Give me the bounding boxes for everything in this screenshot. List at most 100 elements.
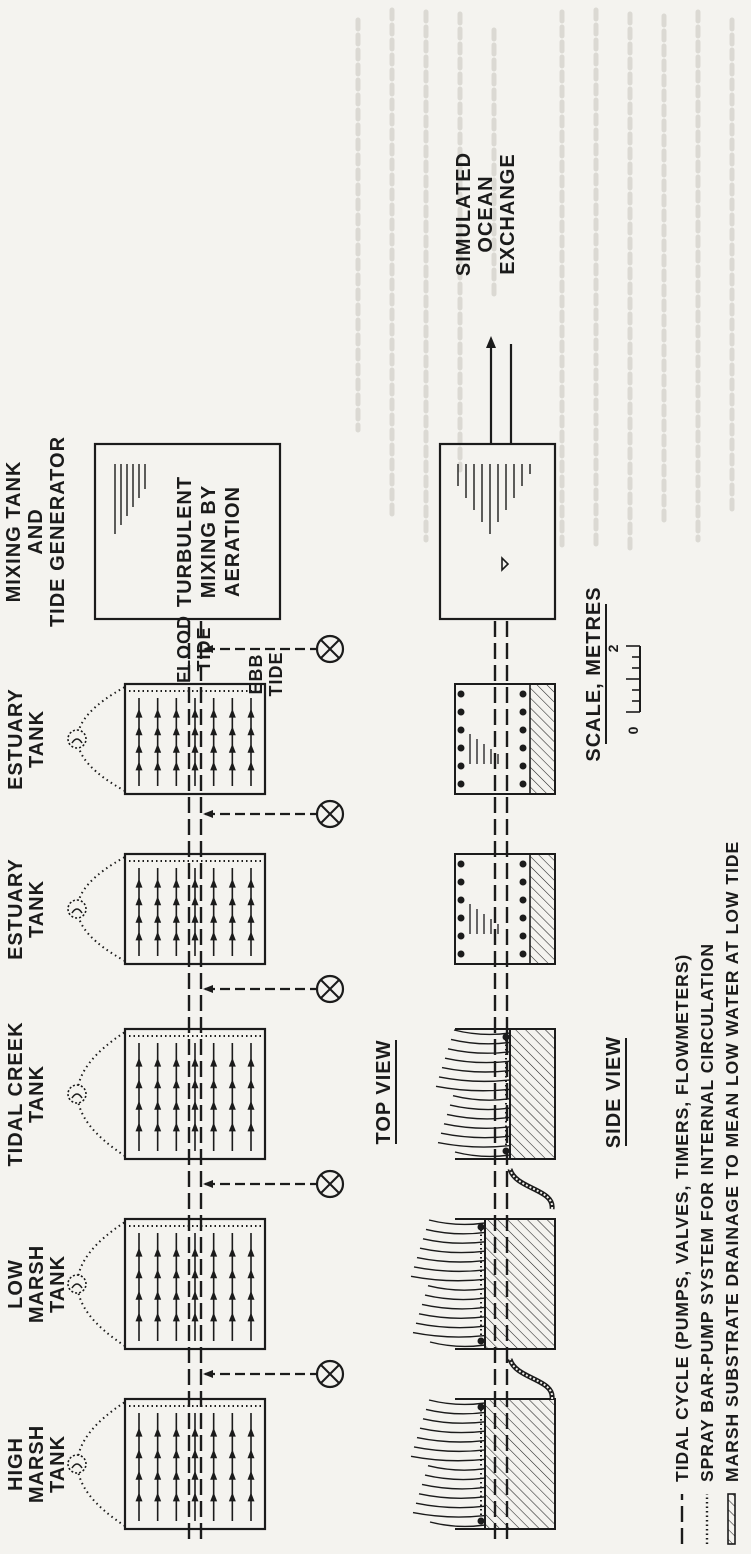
- side-view-high-marsh-tank: [410, 1398, 556, 1530]
- flow-arrow: [154, 1312, 162, 1322]
- flow-arrow: [172, 1470, 180, 1480]
- ocean-exchange-label-line-1: OCEAN: [475, 175, 497, 252]
- flow-arrow: [172, 708, 180, 718]
- flow-arrow: [135, 761, 143, 771]
- flow-arrow: [154, 708, 162, 718]
- ebb-tide-label-line-0: EBB: [246, 653, 266, 694]
- tank-name-high-marsh-line-1: MARSH: [26, 1425, 48, 1503]
- side-view-estuary-2-tank: [454, 683, 556, 795]
- grass-blade: [416, 1436, 486, 1443]
- flow-arrow: [247, 931, 255, 941]
- grass-blade: [429, 1521, 486, 1528]
- tank-outline: [123, 682, 267, 796]
- spray-nozzle: [457, 914, 465, 922]
- flow-arrow: [172, 1122, 180, 1132]
- flow-arrow: [154, 1290, 162, 1300]
- flow-arrow: [210, 1312, 218, 1322]
- flow-arrow: [247, 726, 255, 736]
- top-view: [67, 442, 345, 1539]
- flow-arrow: [135, 1057, 143, 1067]
- ocean-exchange-label-line-2: EXCHANGE: [497, 153, 519, 274]
- flow-arrow: [172, 1312, 180, 1322]
- flow-arrow: [135, 931, 143, 941]
- flow-arrow: [154, 1122, 162, 1132]
- spray-nozzle: [519, 878, 527, 886]
- grass-blade: [429, 1341, 486, 1348]
- grass-blade: [427, 1285, 486, 1291]
- spray-pump-arrow: [71, 738, 83, 744]
- grass-blade: [419, 1247, 486, 1254]
- valve-cross: [320, 1364, 340, 1384]
- flow-arrow: [228, 1290, 236, 1300]
- spray-pump-arrow: [71, 908, 83, 914]
- flow-arrow: [191, 1492, 199, 1502]
- grass-blade: [446, 1113, 511, 1120]
- substrate: [509, 1028, 556, 1160]
- flow-arrow: [154, 878, 162, 888]
- flow-arrow: [154, 1427, 162, 1437]
- flow-arrow: [247, 1100, 255, 1110]
- flow-arrow: [154, 743, 162, 753]
- flow-arrow: [210, 1247, 218, 1257]
- spray-nozzle: [519, 762, 527, 770]
- spray-nozzle: [519, 708, 527, 716]
- flow-arrow: [247, 1079, 255, 1089]
- tank-outline: [123, 1027, 267, 1161]
- spray-nozzle: [477, 1517, 485, 1525]
- spray-nozzle: [457, 726, 465, 734]
- grass-blade: [424, 1474, 486, 1481]
- tank-outline: [123, 1217, 267, 1351]
- flow-arrow: [154, 1492, 162, 1502]
- spray-nozzle: [457, 932, 465, 940]
- flow-arrow: [228, 1100, 236, 1110]
- flow-arrow: [191, 913, 199, 923]
- flow-arrow: [135, 1312, 143, 1322]
- flow-arrow: [210, 896, 218, 906]
- flow-arrow: [135, 1100, 143, 1110]
- flow-arrow: [228, 1492, 236, 1502]
- valve-cross: [320, 639, 340, 659]
- mixing-inner-line-1: MIXING BY: [198, 485, 220, 598]
- legend-text-drain: MARSH SUBSTRATE DRAINAGE TO MEAN LOW WAT…: [722, 841, 742, 1482]
- valve-1: [203, 1169, 345, 1199]
- flow-arrow: [228, 761, 236, 771]
- flow-arrow: [172, 1492, 180, 1502]
- substrate: [529, 853, 556, 965]
- grass-blade: [416, 1256, 486, 1263]
- grass-blade: [413, 1266, 486, 1273]
- flow-arrow: [247, 1427, 255, 1437]
- flow-arrow: [228, 1269, 236, 1279]
- valve-arrow: [203, 645, 213, 653]
- flow-arrow: [135, 1079, 143, 1089]
- flow-arrow: [135, 1427, 143, 1437]
- spray-nozzle: [519, 914, 527, 922]
- mixing-inner-line-0: TURBULENT: [174, 476, 196, 607]
- flow-arrow: [210, 1100, 218, 1110]
- flow-arrow: [247, 1290, 255, 1300]
- tank-name-tidal-creek-line-0: TIDAL CREEK: [5, 1021, 27, 1166]
- grass-blade: [422, 1238, 486, 1244]
- grass-blade: [449, 1104, 511, 1111]
- tank-name-high-marsh-line-2: TANK: [47, 1435, 69, 1493]
- tank-name-estuary-2-line-0: ESTUARY: [5, 688, 27, 790]
- flow-arrow: [191, 708, 199, 718]
- scale-min-label: 0: [625, 726, 641, 735]
- flow-arrow: [172, 1100, 180, 1110]
- grass-blade: [418, 1493, 486, 1499]
- grass-blade: [422, 1418, 486, 1424]
- valve-arrow: [203, 1370, 213, 1378]
- flow-arrow: [247, 913, 255, 923]
- grass-blade: [441, 1066, 511, 1073]
- tank-name-low-marsh-line-1: MARSH: [26, 1245, 48, 1323]
- flow-arrow: [228, 1312, 236, 1322]
- flow-arrow: [210, 913, 218, 923]
- flow-arrow: [135, 1122, 143, 1132]
- valve-3: [203, 799, 345, 829]
- flow-arrow: [247, 1269, 255, 1279]
- spray-nozzle: [457, 896, 465, 904]
- valve-cross: [320, 1174, 340, 1194]
- spray-pump-arrow: [71, 1463, 83, 1469]
- flow-arrow: [228, 878, 236, 888]
- spray-nozzle: [519, 860, 527, 868]
